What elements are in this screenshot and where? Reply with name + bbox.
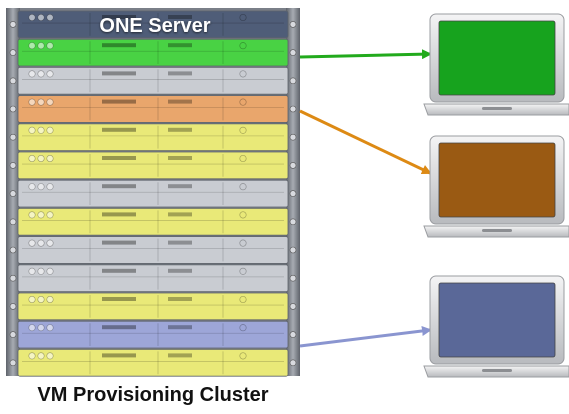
rack-button-icon bbox=[37, 70, 45, 78]
rack-button-icon bbox=[28, 211, 36, 219]
arrow-to-green-vm bbox=[299, 49, 432, 60]
rack-button-icon bbox=[28, 352, 36, 360]
rack-button-icon bbox=[28, 183, 36, 191]
arrow-to-brown-vm bbox=[299, 109, 432, 175]
rack-button-icon bbox=[28, 155, 36, 163]
laptop-screen bbox=[438, 142, 556, 218]
rack-button-icon bbox=[37, 211, 45, 219]
rack-button-icon bbox=[28, 324, 36, 332]
rack-button-icon bbox=[46, 211, 54, 219]
laptop-screen bbox=[438, 282, 556, 358]
rack-button-icon bbox=[46, 70, 54, 78]
rack-unit-u2 bbox=[9, 67, 297, 95]
rack-button-icon bbox=[46, 295, 54, 303]
connection-arrows bbox=[299, 49, 432, 348]
rack-unit-u12 bbox=[9, 348, 297, 377]
cluster-caption: VM Provisioning Cluster bbox=[37, 384, 269, 406]
rack-button-icon bbox=[46, 267, 54, 275]
rack-button-icon bbox=[46, 324, 54, 332]
rack-button-icon bbox=[28, 239, 36, 247]
laptop-screen bbox=[438, 20, 556, 96]
rack-unit-u7 bbox=[9, 207, 297, 236]
arrow-to-blue-vm bbox=[299, 326, 432, 348]
rack-button-icon bbox=[28, 126, 36, 134]
rack-unit-u10 bbox=[9, 292, 297, 321]
rack-button-icon bbox=[46, 14, 54, 22]
rack-button-icon bbox=[46, 126, 54, 134]
rack-unit-u8 bbox=[9, 236, 297, 264]
laptop-blue-icon bbox=[423, 275, 569, 378]
rack-button-icon bbox=[37, 324, 45, 332]
laptop-green-icon bbox=[423, 13, 569, 116]
laptops bbox=[423, 13, 569, 378]
rack-button-icon bbox=[46, 183, 54, 191]
rack-button-icon bbox=[28, 14, 36, 22]
rack-button-icon bbox=[37, 352, 45, 360]
rack-unit-u5 bbox=[9, 151, 297, 180]
rack-unit-u6 bbox=[9, 179, 297, 208]
rack-button-icon bbox=[46, 98, 54, 106]
rack-unit-u1 bbox=[9, 38, 297, 67]
rack-unit-u4 bbox=[9, 123, 297, 152]
rack-button-icon bbox=[37, 239, 45, 247]
rack-button-icon bbox=[46, 155, 54, 163]
rack-button-icon bbox=[37, 295, 45, 303]
rack-button-icon bbox=[46, 352, 54, 360]
rack-button-icon bbox=[28, 98, 36, 106]
rack-button-icon bbox=[28, 42, 36, 50]
rack-button-icon bbox=[37, 126, 45, 134]
rack-button-icon bbox=[46, 42, 54, 50]
rack-unit-u9 bbox=[9, 264, 297, 292]
rack-button-icon bbox=[37, 98, 45, 106]
rack-units bbox=[9, 10, 297, 377]
rack-button-icon bbox=[37, 183, 45, 191]
rack-button-icon bbox=[46, 239, 54, 247]
rack-button-icon bbox=[37, 267, 45, 275]
rack-unit-top bbox=[9, 10, 297, 39]
rack-button-icon bbox=[37, 42, 45, 50]
rack-button-icon bbox=[28, 70, 36, 78]
rack-button-icon bbox=[37, 155, 45, 163]
rack-unit-u3 bbox=[9, 95, 297, 123]
laptop-brown-icon bbox=[423, 135, 569, 238]
rack-unit-u11 bbox=[9, 320, 297, 349]
rack-button-icon bbox=[37, 14, 45, 22]
server-title: ONE Server bbox=[99, 15, 211, 37]
rack-button-icon bbox=[28, 295, 36, 303]
rack-button-icon bbox=[28, 267, 36, 275]
server-rack bbox=[6, 8, 300, 377]
